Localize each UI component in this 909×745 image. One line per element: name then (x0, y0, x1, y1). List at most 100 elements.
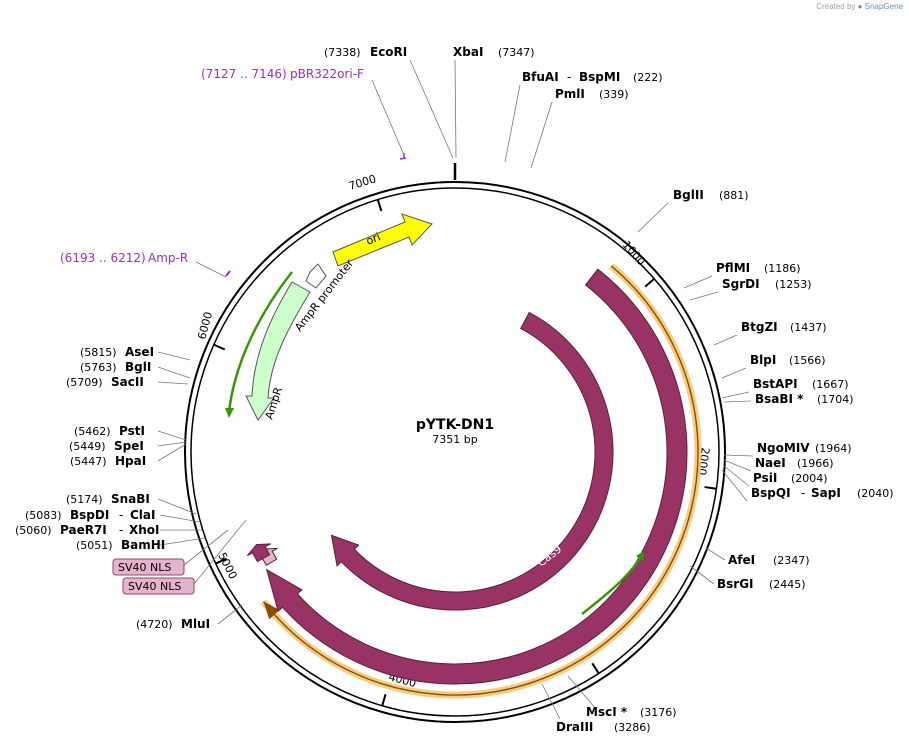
ampr-promoter-arrow[interactable] (305, 263, 327, 289)
ampr-arrow[interactable] (245, 281, 311, 421)
tick-line (213, 343, 226, 351)
enzyme-pos: (881) (719, 189, 749, 202)
enzyme-label-bamhi[interactable]: (5051)BamHI (76, 538, 165, 552)
enzyme-pos: (2040) (857, 487, 894, 500)
label-box (112, 558, 185, 576)
primer-label-pbr322ori-f[interactable]: (7127 .. 7146) pBR322ori-F (201, 67, 364, 81)
enzyme-name-2: ClaI (130, 508, 155, 522)
leader-line (689, 565, 715, 585)
sv40-nls-marker[interactable] (246, 543, 271, 563)
primer-range: (6193 .. 6212) (60, 251, 146, 265)
enzyme-label-spei[interactable]: (5449)SpeI (69, 439, 144, 453)
enzyme-name: BglI (125, 360, 151, 374)
enzyme-label-msci[interactable]: MscI *(3176) (586, 705, 677, 719)
leader-line (723, 454, 754, 457)
feature-name: SV40 NLS (118, 561, 171, 574)
enzyme-label-bsrgi[interactable]: BsrGI (2445) (717, 577, 806, 591)
enzyme-pos: (5060) (15, 524, 52, 537)
cas9-outer-arrow[interactable] (265, 268, 688, 685)
backbone-inner (190, 187, 720, 717)
enzyme-label-sacii[interactable]: (5709)SacII (66, 375, 144, 389)
orf-arrow-ampr (227, 271, 293, 413)
enzyme-label-bspqi-sapi[interactable]: BspQI-SapI(2040) (751, 486, 894, 500)
enzyme-pos: (339) (599, 88, 629, 101)
enzyme-separator: - (119, 508, 123, 522)
enzyme-label-mlui[interactable]: (4720)MluI (136, 617, 210, 631)
feature-label-sv40-nls-2[interactable]: SV40 NLS (122, 577, 195, 595)
leader-line (217, 604, 243, 625)
enzyme-separator: - (119, 523, 123, 537)
enzyme-name: BsrGI (717, 577, 754, 591)
enzyme-pos: (7347) (498, 46, 535, 59)
enzyme-label-bgli[interactable]: (5763) BglI (80, 360, 151, 374)
enzyme-label-snabi[interactable]: (5174)SnaBI (66, 492, 150, 506)
enzyme-pos: (1566) (789, 354, 826, 367)
enzyme-separator: - (567, 70, 571, 84)
cas9-inner-arrow[interactable] (330, 311, 614, 611)
plasmid-length: 7351 bp (432, 433, 477, 446)
enzyme-label-afei[interactable]: AfeI(2347) (728, 553, 810, 567)
tick-line (215, 557, 228, 565)
enzyme-name: BamHI (121, 538, 165, 552)
enzyme-label-blpi[interactable]: BlpI (1566) (750, 353, 826, 367)
enzyme-name-2: XhoI (129, 523, 160, 537)
enzyme-label-btgzi[interactable]: BtgZI(1437) (741, 320, 827, 334)
sv40-nls-arrow[interactable] (255, 547, 278, 566)
enzyme-pos: (222) (633, 71, 663, 84)
primer-marker-amp-r (225, 270, 231, 277)
leader-line (721, 367, 747, 379)
feature-label-sv40-nls-1[interactable]: SV40 NLS (112, 558, 185, 576)
enzyme-name: BlpI (750, 353, 776, 367)
leader-line (723, 459, 752, 472)
label-box (122, 577, 195, 595)
enzyme-label-ngomiv[interactable]: NgoMIV(1964) (757, 441, 852, 455)
enzyme-pos: (5763) (80, 361, 117, 374)
enzyme-label-xbai[interactable]: XbaI (7347) (453, 45, 535, 59)
enzyme-name: MluI (181, 617, 210, 631)
leader-line (183, 529, 229, 566)
enzyme-label-bglii[interactable]: BglII(881) (673, 188, 749, 202)
enzyme-label-naei[interactable]: NaeI(1966) (755, 456, 834, 470)
tick-label: 1000 (620, 238, 648, 268)
enzyme-pos: (5447) (70, 455, 107, 468)
enzyme-name: PaeR7I (60, 523, 107, 537)
enzyme-label-pmli[interactable]: PmlI (339) (555, 87, 629, 101)
ori-arrow[interactable] (332, 213, 433, 267)
enzyme-label-psii[interactable]: PsiI(2004) (753, 471, 828, 485)
enzyme-label-bstapi[interactable]: BstAPI (1667) (753, 377, 849, 391)
enzyme-name: DraIII (556, 720, 593, 734)
enzyme-label-sgrdi[interactable]: SgrDI(1253) (722, 277, 812, 291)
enzyme-label-ecori[interactable]: (7338) EcoRI (324, 45, 407, 59)
enzyme-name-2: BspMI (579, 70, 620, 84)
enzyme-name: AfeI (728, 553, 755, 567)
enzyme-label-bsabi[interactable]: BsaBI *(1704) (755, 392, 854, 406)
enzyme-label-draiii[interactable]: DraIII (3286) (556, 720, 651, 734)
enzyme-pos: (2004) (791, 472, 828, 485)
enzyme-label-psti[interactable]: (5462)PstI (74, 424, 145, 438)
orf-arrowhead-ampr (225, 408, 234, 418)
enzyme-label-bfuai-bspmi[interactable]: BfuAI - BspMI (222) (522, 70, 663, 84)
enzyme-name: PstI (119, 424, 145, 438)
leader-line (723, 400, 752, 403)
enzyme-pos: (2445) (769, 578, 806, 591)
enzyme-pos: (3286) (614, 721, 651, 734)
enzyme-name-2: SapI (811, 486, 841, 500)
enzyme-pos: (5449) (69, 440, 106, 453)
enzyme-name: XbaI (453, 45, 483, 59)
leader-line (157, 381, 189, 385)
tick-line (644, 278, 655, 288)
enzyme-label-pflmi[interactable]: PflMI(1186) (716, 261, 801, 275)
enzyme-name: SnaBI (111, 492, 150, 506)
enzyme-label-bspdi-clai[interactable]: (5083)BspDI-ClaI (25, 508, 155, 522)
orf-tracks (260, 263, 702, 699)
enzyme-pos: (1667) (812, 378, 849, 391)
enzyme-label-paer7i-xhoi[interactable]: (5060) PaeR7I-XhoI (15, 523, 160, 537)
snapgene-credit: Created by ● SnapGene (816, 2, 903, 11)
enzyme-label-asei[interactable]: (5815)AseI (80, 345, 154, 359)
enzyme-pos: (7338) (324, 46, 361, 59)
enzyme-name: BstAPI (753, 377, 798, 391)
primer-label-amp-r[interactable]: (6193 .. 6212) Amp-R (60, 251, 188, 265)
enzyme-label-hpai[interactable]: (5447)HpaI (70, 454, 146, 468)
enzyme-name: BfuAI (522, 70, 559, 84)
